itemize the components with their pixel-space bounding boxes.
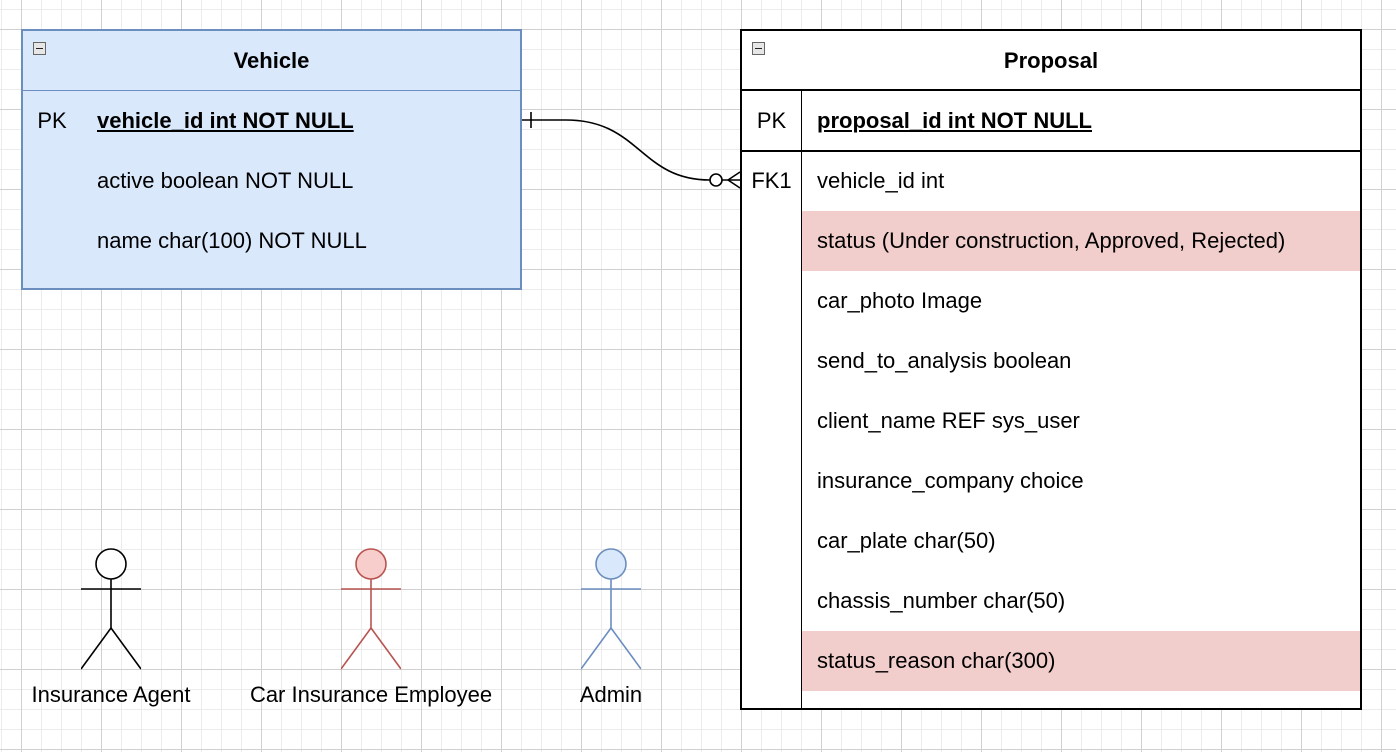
proposal-status-field: status (Under construction, Approved, Re… <box>817 228 1286 253</box>
proposal-client-name-field: client_name REF sys_user <box>817 408 1080 433</box>
actor-figure-icon <box>581 548 641 670</box>
proposal-car-photo-field: car_photo Image <box>817 288 983 313</box>
crowfoot-marker <box>727 171 741 181</box>
proposal-send-to-analysis-field: send_to_analysis boolean <box>817 348 1072 373</box>
pk-label: PK <box>37 108 67 133</box>
zero-marker <box>709 173 723 187</box>
proposal-pk-row[interactable]: PK proposal_id int NOT NULL <box>742 91 1360 151</box>
pk-label: PK <box>756 108 787 133</box>
actor-figure-icon <box>341 548 401 670</box>
proposal-field-row[interactable]: chassis_number char(50) <box>742 571 1360 631</box>
proposal-table-title: Proposal <box>1003 48 1099 73</box>
actor-admin[interactable] <box>581 548 641 670</box>
pk-separator <box>742 150 1360 152</box>
vehicle-table-header[interactable]: Vehicle <box>23 31 520 91</box>
connector-curve <box>565 119 711 181</box>
actor-label: Car Insurance Employee <box>249 682 493 707</box>
vehicle-id-field: vehicle_id int NOT NULL <box>97 108 354 133</box>
proposal-status-reason-field: status_reason char(300) <box>817 648 1056 673</box>
proposal-insurance-company-field: insurance_company choice <box>817 468 1084 493</box>
proposal-fk-row[interactable]: FK1 vehicle_id int <box>742 151 1360 211</box>
proposal-field-row[interactable]: insurance_company choice <box>742 451 1360 511</box>
proposal-field-row[interactable]: client_name REF sys_user <box>742 391 1360 451</box>
actor-insurance-agent[interactable] <box>81 548 141 670</box>
vehicle-table-title: Vehicle <box>233 48 310 73</box>
proposal-field-row[interactable]: status (Under construction, Approved, Re… <box>742 211 1360 271</box>
proposal-field-row[interactable]: car_plate char(50) <box>742 511 1360 571</box>
vehicle-active-field: active boolean NOT NULL <box>97 168 354 193</box>
fk-label: FK1 <box>751 168 792 193</box>
actor-figure-icon <box>81 548 141 670</box>
vehicle-field-row[interactable]: active boolean NOT NULL <box>23 151 520 211</box>
highlight-background <box>802 631 1360 691</box>
actor-label: Admin <box>579 682 643 707</box>
collapse-icon[interactable] <box>752 42 765 55</box>
proposal-id-field: proposal_id int NOT NULL <box>817 108 1092 133</box>
proposal-field-row[interactable]: car_photo Image <box>742 271 1360 331</box>
proposal-field-row[interactable]: send_to_analysis boolean <box>742 331 1360 391</box>
actor-car-insurance-employee[interactable] <box>341 548 401 670</box>
proposal-chassis-number-field: chassis_number char(50) <box>817 588 1066 613</box>
vehicle-field-row[interactable]: name char(100) NOT NULL <box>23 211 520 271</box>
crowfoot-marker <box>727 179 741 189</box>
collapse-icon[interactable] <box>33 42 46 55</box>
vehicle-name-field: name char(100) NOT NULL <box>97 228 367 253</box>
vehicle-pk-row[interactable]: PK vehicle_id int NOT NULL <box>23 91 520 151</box>
proposal-table[interactable]: Proposal PK proposal_id int NOT NULL FK1… <box>740 29 1362 710</box>
actor-label: Insurance Agent <box>31 682 191 707</box>
highlight-background <box>802 211 1360 271</box>
vehicle-table[interactable]: Vehicle PK vehicle_id int NOT NULL activ… <box>21 29 522 290</box>
key-column-divider <box>801 91 802 708</box>
proposal-table-header[interactable]: Proposal <box>742 31 1360 91</box>
proposal-vehicle-id-field: vehicle_id int <box>817 168 945 193</box>
proposal-field-row[interactable]: status_reason char(300) <box>742 631 1360 691</box>
proposal-car-plate-field: car_plate char(50) <box>817 528 996 553</box>
